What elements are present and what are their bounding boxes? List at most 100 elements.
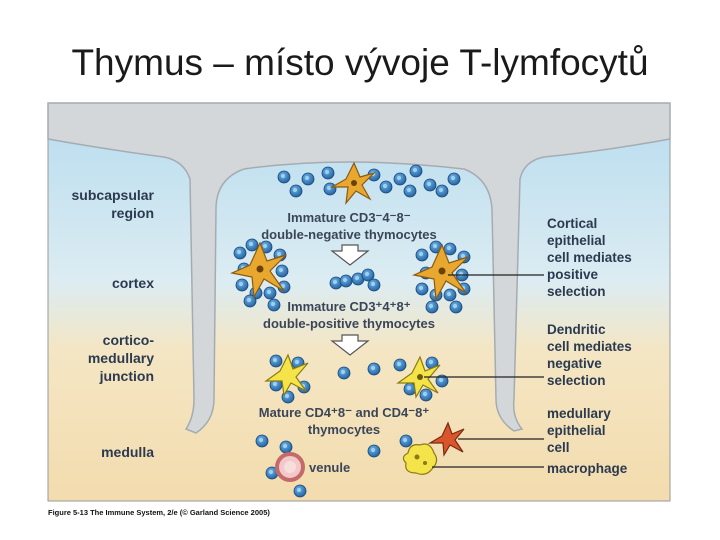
label-line: cell mediates — [547, 250, 632, 265]
label-line: epithelial — [547, 423, 606, 438]
thymocyte-nucleus — [422, 391, 428, 397]
label-dendritic: Dendritic cell mediates negative selecti… — [547, 322, 632, 388]
thymocyte-nucleus — [238, 281, 244, 287]
thymocyte-nucleus — [272, 357, 278, 363]
thymocyte-cluster-subcapsular — [277, 164, 461, 198]
label-corticomedullary-junction: cortico- medullary junction — [88, 332, 154, 384]
label-line: Dendritic — [547, 322, 606, 337]
thymocyte-nucleus — [246, 297, 252, 303]
cortical-epithelial-cell-top — [329, 161, 377, 205]
medullary-epithelial-cell — [427, 421, 465, 457]
thymocyte-nucleus — [364, 271, 370, 277]
label-line: cell — [547, 440, 570, 455]
dendritic-cell-left — [264, 353, 309, 397]
thymocyte-nucleus — [370, 365, 376, 371]
label-line: selection — [547, 373, 606, 388]
thymocyte-nucleus — [304, 175, 310, 181]
thymocyte-nucleus — [446, 291, 452, 297]
dendritic-cell-right — [396, 355, 441, 399]
thymocyte-nucleus — [432, 243, 438, 249]
label-mature-line2: thymocytes — [308, 422, 380, 437]
thymocyte-nucleus — [418, 251, 424, 257]
thymocyte-nucleus — [326, 185, 332, 191]
label-venule: venule — [309, 460, 350, 475]
venule — [275, 452, 305, 482]
label-line: region — [111, 205, 154, 221]
thymocyte-nucleus — [402, 437, 408, 443]
label-line: Cortical — [547, 216, 597, 231]
label-double-positive-line2: double-positive thymocytes — [263, 316, 435, 331]
thymocyte-nucleus — [342, 277, 348, 283]
thymocyte-nucleus — [268, 469, 274, 475]
arrow-down-icon — [330, 334, 370, 356]
thymocyte-nucleus — [332, 279, 338, 285]
thymocyte-nucleus — [382, 183, 388, 189]
thymocyte-nucleus — [396, 361, 402, 367]
label-medulla: medulla — [101, 444, 154, 460]
thymocyte-nucleus — [258, 437, 264, 443]
thymocyte-nucleus — [370, 281, 376, 287]
thymocyte-nucleus — [278, 267, 284, 273]
figure-caption: Figure 5-13 The Immune System, 2/e (© Ga… — [48, 508, 270, 517]
thymocyte-nucleus — [294, 359, 300, 365]
label-cortical-epithelial: Cortical epithelial cell mediates positi… — [547, 216, 632, 299]
thymocyte-nucleus — [428, 359, 434, 365]
thymocyte-nucleus — [280, 173, 286, 179]
cortical-epithelial-cell-left — [230, 241, 287, 299]
label-line: medullary — [547, 406, 611, 421]
thymocyte-nucleus — [324, 169, 330, 175]
thymocyte-nucleus — [262, 243, 268, 249]
thymocyte-nucleus — [406, 187, 412, 193]
label-subcapsular-region: subcapsular region — [72, 187, 155, 221]
thymocyte-nucleus — [396, 175, 402, 181]
thymus-tissue — [47, 102, 671, 502]
thymocyte-nucleus — [438, 187, 444, 193]
thymocyte-nucleus — [266, 289, 272, 295]
thymocyte-nucleus — [412, 167, 418, 173]
capsule — [47, 102, 671, 434]
thymocyte-nucleus — [248, 241, 254, 247]
cortical-epithelial-cell-right — [412, 243, 469, 301]
thymocyte-nucleus — [272, 381, 278, 387]
thymocyte-nucleus — [354, 275, 360, 281]
thymocyte-nucleus — [460, 253, 466, 259]
thymocyte-nucleus — [282, 443, 288, 449]
label-line: selection — [547, 284, 606, 299]
label-line: negative — [547, 356, 602, 371]
thymocyte-nucleus — [276, 251, 282, 257]
thymocyte-nucleus — [284, 393, 290, 399]
label-line: cell mediates — [547, 339, 632, 354]
label-double-positive-line1: Immature CD3⁺4⁺8⁺ — [287, 299, 410, 314]
thymocyte-nucleus — [406, 385, 412, 391]
label-medullary-epithelial: medullary epithelial cell — [547, 406, 611, 455]
thymocyte-nucleus — [452, 303, 458, 309]
label-macrophage: macrophage — [547, 461, 628, 476]
thymocyte-nucleus — [418, 285, 424, 291]
label-line: cortico- — [103, 332, 155, 348]
label-double-negative-line2: double-negative thymocytes — [261, 227, 437, 242]
thymocyte-nucleus — [428, 303, 434, 309]
label-line: epithelial — [547, 233, 606, 248]
arrow-down-icon — [330, 244, 370, 266]
label-line: junction — [99, 368, 154, 384]
label-cortex: cortex — [112, 275, 154, 291]
thymocyte-nucleus — [292, 187, 298, 193]
thymus-diagram: subcapsular region cortex cortico- medul… — [44, 99, 676, 523]
thymocyte-nucleus — [236, 249, 242, 255]
thymocyte-nucleus — [426, 181, 432, 187]
thymocyte-nucleus — [370, 447, 376, 453]
thymocyte-nucleus — [270, 301, 276, 307]
slide-title: Thymus – místo vývoje T-lymfocytů — [71, 42, 649, 83]
thymocyte-nucleus — [296, 487, 302, 493]
thymocyte-nucleus — [450, 175, 456, 181]
thymocyte-nucleus — [438, 377, 444, 383]
macrophage — [402, 443, 438, 475]
label-line: positive — [547, 267, 599, 282]
thymocyte-group-cortex-center — [329, 268, 381, 292]
thymocyte-nucleus — [446, 245, 452, 251]
thymocyte-group-medulla — [255, 434, 413, 498]
label-double-negative-line1: Immature CD3⁻4⁻8⁻ — [287, 210, 410, 225]
label-mature-line1: Mature CD4⁺8⁻ and CD4⁻8⁺ — [259, 405, 430, 420]
label-line: subcapsular — [72, 187, 155, 203]
thymocyte-nucleus — [340, 369, 346, 375]
